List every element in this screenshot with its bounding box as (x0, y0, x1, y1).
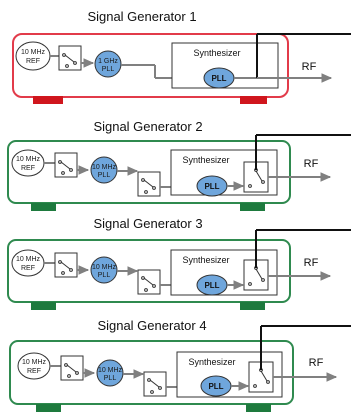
ref-label-freq: 10 MHz (16, 256, 41, 263)
switch-icon (141, 178, 156, 194)
chassis-foot-left (31, 302, 56, 310)
generator-title: Signal Generator 3 (93, 216, 202, 231)
chassis-foot-left (36, 404, 61, 412)
ref-oscillator (11, 149, 45, 177)
synthesizer-pll-label: PLL (204, 182, 219, 191)
synthesizer-label: Synthesizer (182, 255, 229, 265)
signal-generator-3: Signal Generator 3 10 MHz REF 10 MHz PLL… (7, 216, 351, 310)
ref-switch (60, 355, 84, 381)
ref-label-freq: 10 MHz (22, 359, 47, 366)
pll-label-freq: 10 MHz (92, 164, 117, 171)
switch-icon (62, 53, 77, 68)
pll-label-freq: 10 MHz (92, 264, 117, 271)
rf-label: RF (302, 61, 317, 73)
pll-label-freq: 1 GHz (98, 58, 118, 65)
switch-icon (147, 378, 162, 394)
pll-label: PLL (98, 272, 111, 279)
ref-label-ref: REF (21, 165, 35, 172)
pll-label-freq: 10 MHz (98, 367, 123, 374)
synthesizer-pll-label: PLL (211, 74, 226, 83)
ref-switch (58, 45, 82, 71)
generator-title: Signal Generator 1 (87, 9, 196, 24)
chassis-foot-right (246, 404, 271, 412)
chassis-foot-right (240, 302, 265, 310)
signal-generator-4: Signal Generator 4 10 MHz REF 10 MHz PLL… (9, 318, 351, 412)
ref-switch (54, 252, 78, 278)
ref-label-ref: REF (21, 265, 35, 272)
pll-label: PLL (98, 172, 111, 179)
ref-oscillator (17, 352, 51, 380)
synthesizer-label: Synthesizer (188, 357, 235, 367)
signal-generator-1: Signal Generator 1 10 MHz REF 1 GHz PLL … (12, 9, 351, 104)
pll-label: PLL (104, 375, 117, 382)
ref-oscillator (11, 249, 45, 277)
switch-icon (64, 363, 79, 378)
chassis-foot-right (240, 203, 265, 211)
chassis-foot-right (240, 96, 267, 104)
switch-icon (141, 276, 156, 292)
synthesizer-pll-label: PLL (204, 281, 219, 290)
rf-label: RF (304, 158, 319, 170)
ref-label-ref: REF (26, 58, 40, 65)
ref-label-freq: 10 MHz (16, 156, 41, 163)
switch-icon (58, 160, 73, 175)
synthesizer-label: Synthesizer (193, 48, 240, 58)
generator-title: Signal Generator 4 (97, 318, 206, 333)
ref-label-ref: REF (27, 368, 41, 375)
synthesizer-pll-label: PLL (208, 382, 223, 391)
ref-label-freq: 10 MHz (21, 49, 46, 56)
chassis-foot-left (33, 96, 63, 104)
rf-label: RF (309, 357, 324, 369)
synthesizer-label: Synthesizer (182, 155, 229, 165)
ref-switch (54, 152, 78, 178)
pll-label: PLL (102, 66, 115, 73)
signal-generator-2: Signal Generator 2 10 MHz REF 10 MHz PLL… (7, 119, 351, 211)
ref-oscillator (15, 41, 51, 71)
switch-icon (58, 260, 73, 275)
chassis-foot-left (31, 203, 56, 211)
rf-label: RF (304, 257, 319, 269)
generator-title: Signal Generator 2 (93, 119, 202, 134)
